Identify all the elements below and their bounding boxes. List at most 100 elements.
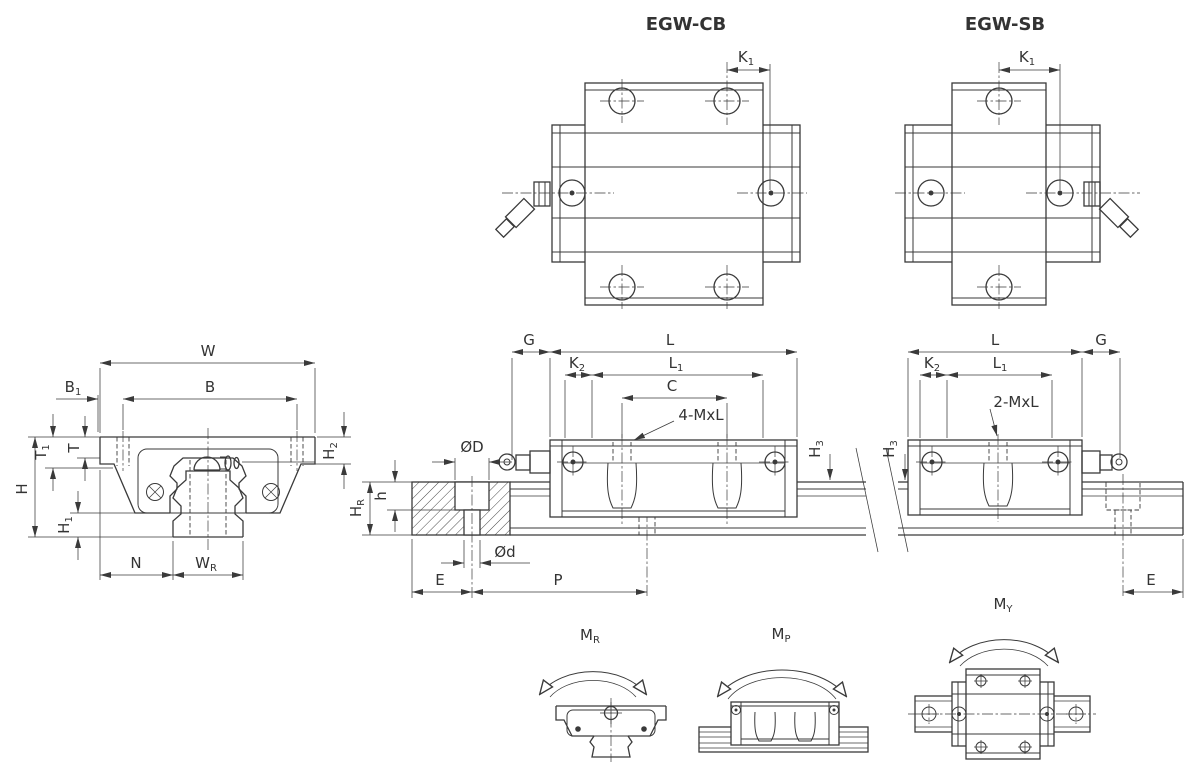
dim-k2-l1: K2 L1	[564, 354, 764, 438]
dim-label-n: N	[130, 554, 141, 572]
flange-plate	[584, 82, 764, 306]
rail-side-view	[898, 481, 1184, 536]
dim-label-t: T	[65, 443, 83, 454]
dim-label-h-small: h	[372, 491, 390, 501]
dim-h3: H3	[880, 440, 908, 480]
grease-nipple	[1081, 450, 1128, 474]
dim-label-g: G	[1095, 331, 1107, 349]
rail-break-lines	[855, 447, 909, 553]
dim-w: W	[99, 342, 316, 433]
dim-label-hr: HR	[347, 499, 367, 517]
dim-hr: HR	[347, 481, 412, 536]
dim-label-l1: L1	[993, 354, 1008, 374]
dim-b1: B1	[56, 378, 99, 432]
dim-label-w: W	[201, 342, 216, 360]
dim-label-k1: K1	[738, 48, 754, 68]
dim-t1: T1	[32, 414, 113, 491]
dim-label-b: B	[205, 378, 215, 396]
side-view-egw-cb: G L K2 L1 C 4-MxL H3	[498, 331, 833, 524]
rail-section: ØD Ød HR h E P	[347, 438, 909, 598]
dim-label-l: L	[666, 331, 675, 349]
dim-label-h3: H3	[806, 440, 826, 458]
dim-label-od: ØD	[460, 438, 483, 456]
dim-label-c: C	[667, 377, 677, 395]
dim-label-b1: B1	[65, 378, 82, 398]
thread-callout: 4-MxL	[633, 406, 724, 441]
dim-h2: H2	[303, 412, 351, 489]
dim-label-k1: K1	[1019, 48, 1035, 68]
side-lube-holes	[557, 446, 791, 478]
dim-label-h2: H2	[320, 442, 340, 460]
dim-label-h3: H3	[880, 440, 900, 458]
dim-label-k2: K2	[569, 354, 585, 374]
grease-nipple	[494, 181, 551, 239]
dim-k1-sb: K1	[998, 48, 1061, 190]
dim-label-e: E	[435, 571, 444, 589]
dim-label-l: L	[991, 331, 1000, 349]
moment-label-my: MY	[993, 595, 1013, 615]
thread-label-4mxl: 4-MxL	[678, 406, 724, 424]
dim-k2-l1: K2 L1	[919, 354, 1053, 438]
moment-label-mp: MP	[772, 625, 791, 645]
moment-diagram-mr: MR	[540, 626, 667, 762]
flange-bolt-holes	[116, 431, 304, 471]
side-lube-holes	[502, 179, 807, 207]
dim-label-k2: K2	[924, 354, 940, 374]
block-side-icon	[698, 701, 869, 753]
dim-label-od-small: Ød	[494, 543, 515, 561]
block-body	[907, 439, 1083, 516]
dim-label-h: H	[13, 483, 31, 494]
title-egw-cb: EGW-CB	[646, 14, 727, 35]
side-lube-holes	[895, 179, 1140, 207]
rotation-arrow	[950, 639, 1058, 667]
thread-label-2mxl: 2-MxL	[993, 393, 1039, 411]
dim-od: ØD	[432, 438, 512, 480]
cross-section-view: W B B1 H T1 T H1 H2	[13, 342, 351, 580]
dim-h1: H1	[55, 491, 135, 560]
block-top-icon	[908, 668, 1096, 760]
dim-c: C	[621, 377, 728, 438]
dim-label-t1: T1	[32, 444, 52, 461]
side-view-egw-sb: L G K2 L1 2-MxL H3 E	[880, 331, 1184, 598]
dim-b: B	[122, 378, 298, 430]
hidden-rail-hole	[1105, 474, 1141, 598]
dim-k1-cb: K1	[726, 48, 771, 190]
dim-label-wr: WR	[195, 554, 217, 574]
dim-h3: H3	[806, 440, 833, 480]
dim-h-small: h	[372, 460, 455, 532]
moment-label-mr: MR	[580, 626, 600, 646]
top-view-egw-sb: K1	[895, 48, 1140, 309]
dim-label-g: G	[523, 331, 535, 349]
block-body	[549, 439, 798, 518]
moment-diagram-mp: MP	[698, 625, 869, 753]
dim-e-p: E P	[411, 476, 647, 598]
side-lube-holes	[916, 446, 1074, 478]
dim-label-h1: H1	[55, 516, 75, 534]
dim-label-l1: L1	[669, 354, 684, 374]
ball-slot	[982, 434, 1014, 522]
title-egw-sb: EGW-SB	[965, 14, 1045, 35]
mounting-holes	[600, 79, 749, 309]
dim-t: T	[65, 416, 100, 481]
end-cap-screws	[146, 483, 280, 501]
thread-callout: 2-MxL	[989, 393, 1039, 437]
top-view-egw-cb: K1	[494, 48, 807, 309]
rotation-arrow	[718, 669, 846, 700]
dim-n-wr: N WR	[99, 470, 244, 580]
dim-label-e: E	[1146, 571, 1155, 589]
moment-diagram-my: MY	[908, 595, 1096, 760]
dim-od-small: Ød	[441, 540, 530, 568]
block-outline	[99, 436, 316, 514]
ball-slots	[606, 434, 743, 524]
block-cross-section-icon	[555, 698, 667, 762]
grease-nipple	[1083, 181, 1140, 239]
grease-nipple	[498, 450, 551, 474]
rail-side-view	[510, 481, 866, 536]
dim-e: E	[1123, 539, 1184, 598]
rotation-arrow	[540, 671, 646, 698]
dim-label-p: P	[553, 571, 562, 589]
dim-l-g: L G	[907, 331, 1121, 458]
dim-h: H	[13, 436, 173, 538]
